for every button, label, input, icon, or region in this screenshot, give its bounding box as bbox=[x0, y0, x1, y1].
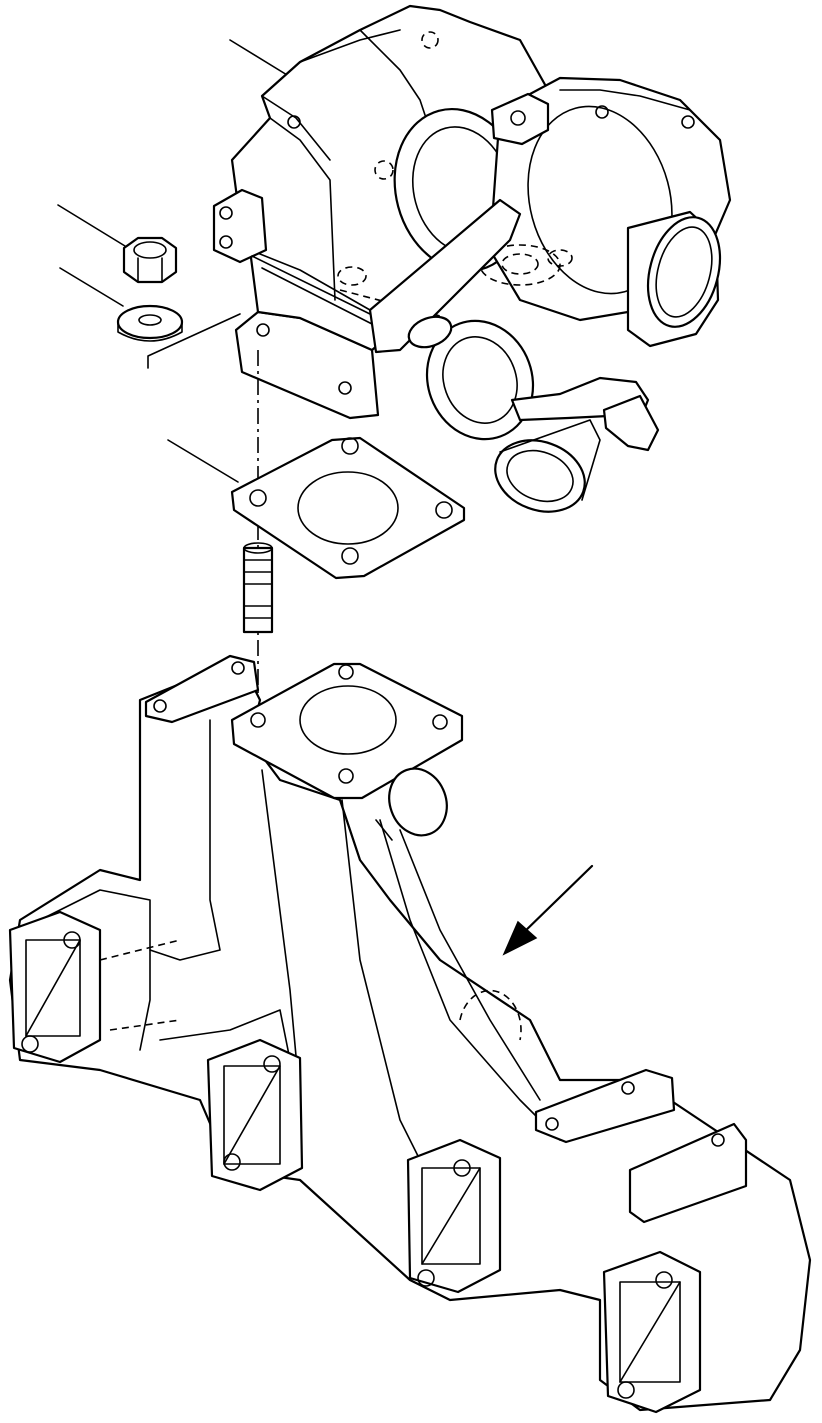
leader-lines bbox=[57, 39, 293, 483]
turbocharger bbox=[212, 4, 732, 513]
exhaust-port-3 bbox=[406, 1138, 502, 1294]
leader-turbocharger bbox=[229, 39, 293, 79]
manifold-plug bbox=[388, 767, 448, 837]
gasket bbox=[230, 436, 466, 580]
wastegate-actuator bbox=[425, 319, 535, 441]
view-arrow-icon bbox=[502, 864, 594, 956]
actuator-arm bbox=[368, 198, 522, 354]
leader-gasket bbox=[167, 439, 239, 483]
turbine-outlet bbox=[494, 439, 586, 513]
turbo-side-bracket bbox=[212, 188, 268, 264]
washer bbox=[116, 304, 184, 342]
leader-nut bbox=[57, 204, 126, 247]
exhaust-port-4 bbox=[602, 1250, 702, 1414]
leader-bracket bbox=[147, 313, 241, 369]
exhaust-port-2 bbox=[206, 1038, 304, 1192]
leader-washer bbox=[59, 267, 124, 307]
exhaust-manifold bbox=[8, 654, 812, 1414]
stud bbox=[242, 542, 274, 634]
manifold-turbo-flange bbox=[230, 662, 464, 800]
nut bbox=[122, 236, 178, 284]
